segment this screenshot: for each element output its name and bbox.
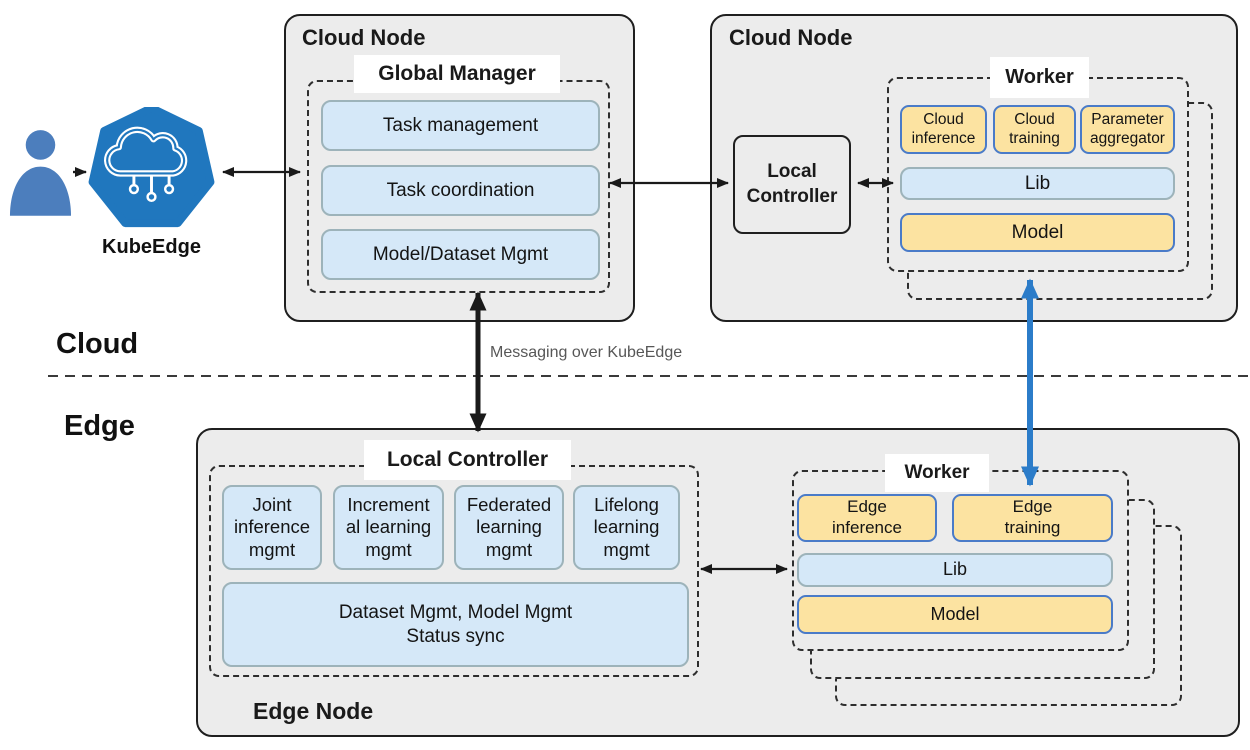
cloud-node-title: Cloud Node xyxy=(302,25,426,50)
edge-lib-box: Lib xyxy=(797,553,1113,587)
parameter-aggregator-box: Parameter aggregator xyxy=(1080,105,1175,154)
edge-inference-box: Edge inference xyxy=(797,494,937,542)
kubeedge-logo-icon xyxy=(88,107,215,228)
user-icon xyxy=(9,130,71,216)
incremental-learning-mgmt-box: Increment al learning mgmt xyxy=(333,485,444,570)
cloud-worker-title: Worker xyxy=(990,57,1089,98)
cloud-node-global-manager: Cloud Node Global Manager Task managemen… xyxy=(284,14,635,322)
cloud-node-worker: Cloud Node Local Controller Worker Cloud… xyxy=(710,14,1238,322)
cloud-local-controller-box: Local Controller xyxy=(733,135,851,234)
cloud-lib-box: Lib xyxy=(900,167,1175,200)
joint-inference-mgmt-box: Joint inference mgmt xyxy=(222,485,322,570)
edge-worker-title: Worker xyxy=(885,454,989,492)
cloud-model-box: Model xyxy=(900,213,1175,252)
cloud-zone-label: Cloud xyxy=(56,328,139,360)
task-management-box: Task management xyxy=(321,100,600,151)
global-manager-title: Global Manager xyxy=(354,55,560,93)
edge-local-controller-title: Local Controller xyxy=(364,440,571,480)
model-dataset-mgmt-box: Model/Dataset Mgmt xyxy=(321,229,600,280)
edge-zone-label: Edge xyxy=(64,410,135,442)
edge-model-box: Model xyxy=(797,595,1113,634)
dataset-model-mgmt-box: Dataset Mgmt, Model Mgmt Status sync xyxy=(222,582,689,667)
lifelong-learning-mgmt-box: Lifelong learning mgmt xyxy=(573,485,680,570)
cloud-node-title: Cloud Node xyxy=(729,25,853,50)
cloud-training-box: Cloud training xyxy=(993,105,1076,154)
task-coordination-box: Task coordination xyxy=(321,165,600,216)
edge-training-box: Edge training xyxy=(952,494,1113,542)
messaging-label: Messaging over KubeEdge xyxy=(490,344,683,361)
cloud-inference-box: Cloud inference xyxy=(900,105,987,154)
edge-node: Local Controller Joint inference mgmt In… xyxy=(196,428,1240,737)
kubeedge-label: KubeEdge xyxy=(102,236,201,258)
federated-learning-mgmt-box: Federated learning mgmt xyxy=(454,485,564,570)
edge-node-title: Edge Node xyxy=(253,698,374,724)
